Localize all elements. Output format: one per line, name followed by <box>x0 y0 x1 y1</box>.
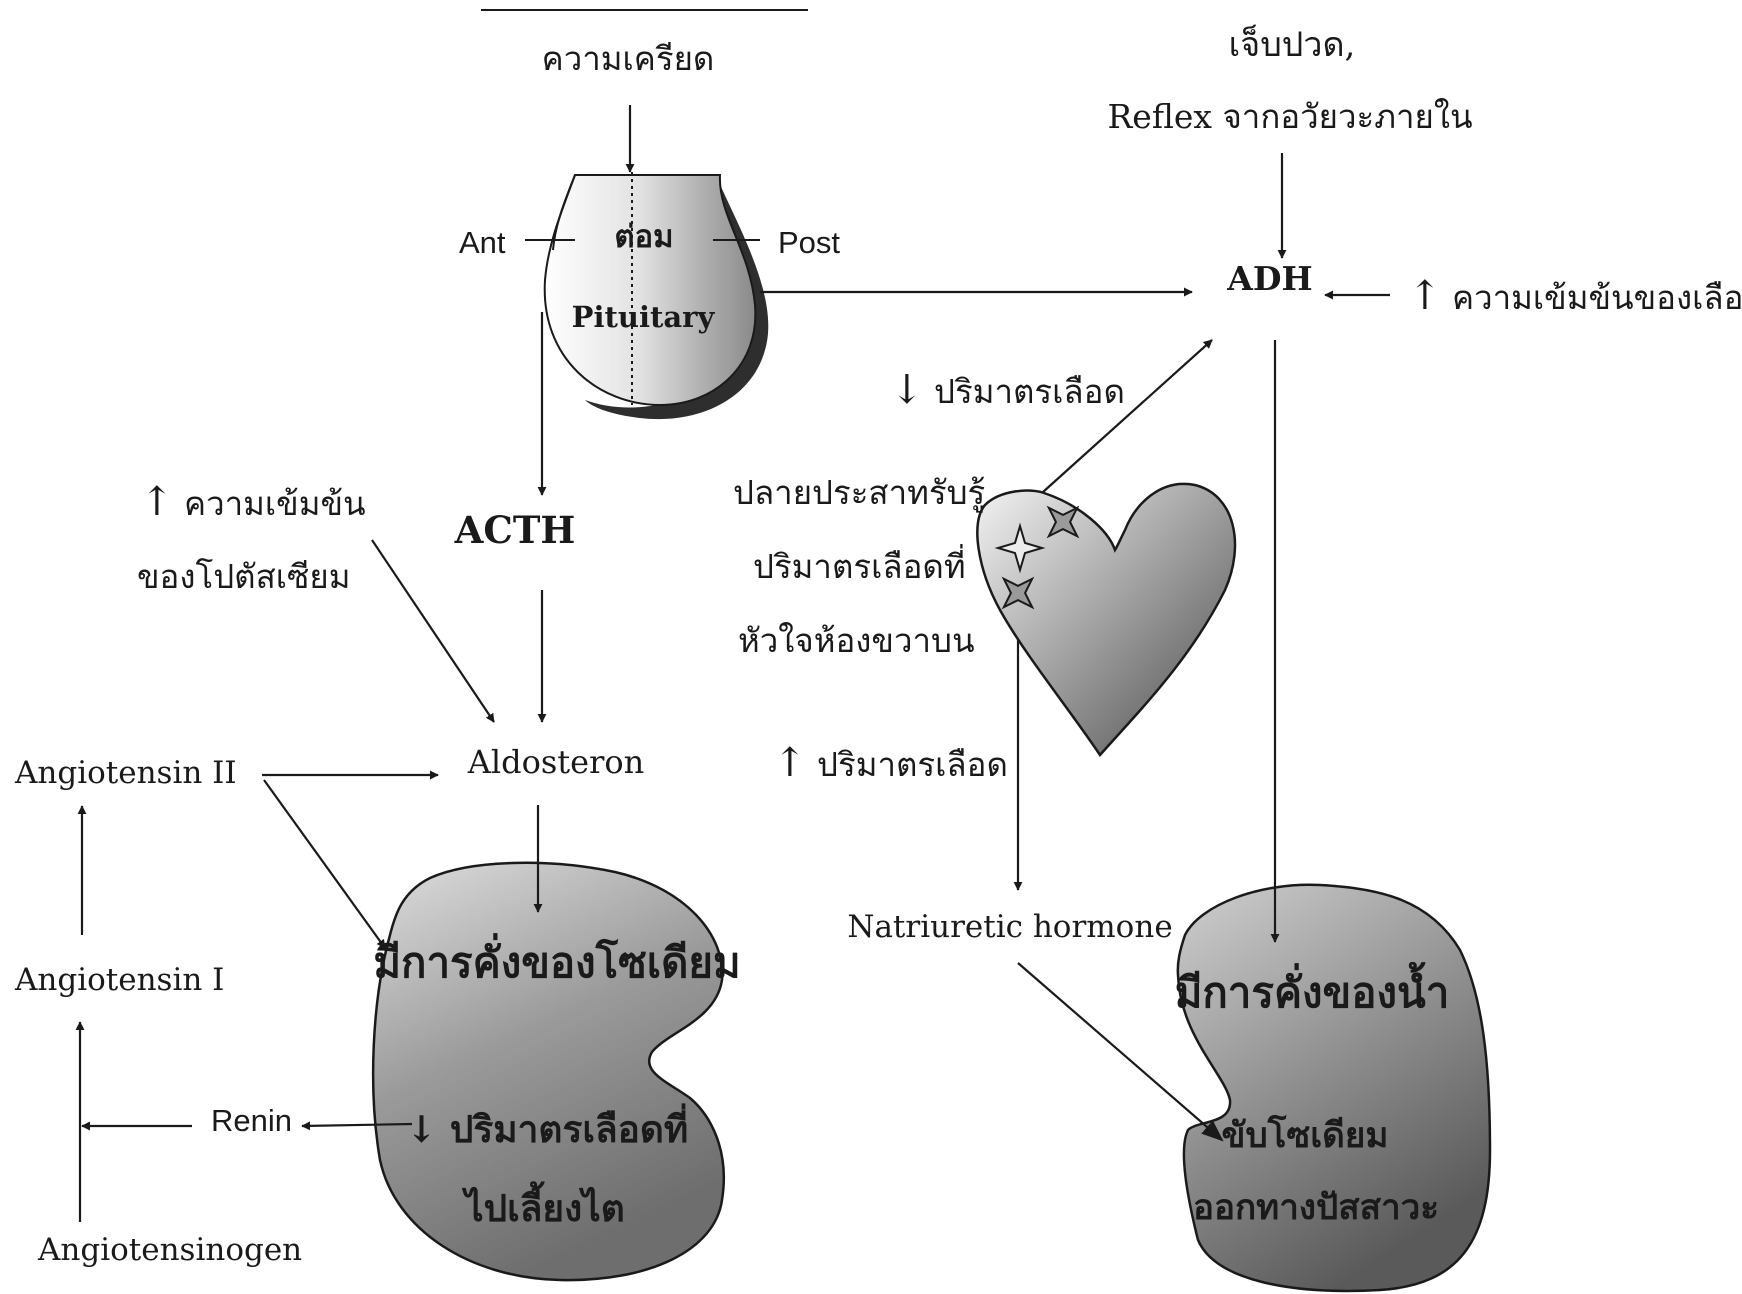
aldosteron-label: Aldosteron <box>468 746 644 778</box>
kidney-flow-label: ↓ ปริมาตรเลือดที่ <box>406 1111 688 1148</box>
renin-label: Renin <box>211 1105 292 1136</box>
receptor-label-line3: หัวใจห้องขวาบน <box>738 624 975 657</box>
pituitary-label: Pituitary <box>572 303 715 332</box>
adh-label: ADH <box>1227 262 1312 295</box>
up-arrow-icon: ↑ <box>773 740 807 786</box>
pain-label: เจ็บปวด, <box>1229 28 1356 62</box>
ant-label: Ant <box>459 227 506 258</box>
blood-volume-up-text: ปริมาตรเลือด <box>817 745 1008 784</box>
angiotensinogen-label: Angiotensinogen <box>38 1235 302 1266</box>
down-arrow-icon: ↓ <box>890 367 924 413</box>
sodium-excretion-line2: ออกทางปัสสาวะ <box>1193 1190 1439 1225</box>
arrow-heart-to-adh <box>1043 340 1212 492</box>
pituitary-gland <box>525 172 768 419</box>
arrow-angiotensin-to-sodium <box>264 780 385 948</box>
kidney-right <box>1178 885 1490 1291</box>
sodium-excretion-line1: ขับโซเดียม <box>1222 1118 1389 1153</box>
natriuretic-label: Natriuretic hormone <box>847 912 1172 943</box>
sodium-retention-label: มีการคั่งของโซเดียม <box>373 942 740 984</box>
post-label: Post <box>778 227 840 258</box>
kidney-flow-line1: ปริมาตรเลือดที่ <box>450 1107 688 1151</box>
up-arrow-icon: ↑ <box>1408 273 1442 319</box>
potassium-label: ↑ ความเข้มข้น <box>140 482 366 522</box>
blood-conc-label: ↑ ความเข้มข้นของเลือด <box>1408 276 1742 316</box>
blood-volume-down-label: ↓ ปริมาตรเลือด <box>890 370 1125 410</box>
heart-shape <box>977 484 1235 755</box>
angiotensin-i-label: Angiotensin I <box>15 965 224 996</box>
arrow-potassium-to-aldosteron <box>372 540 494 722</box>
angiotensin-ii-label: Angiotensin II <box>15 758 237 789</box>
kidney-flow-line2: ไปเลี้ยงไต <box>465 1190 625 1227</box>
up-arrow-icon: ↑ <box>140 479 174 525</box>
receptor-label-line2: ปริมาตรเลือดที่ <box>753 550 966 583</box>
reflex-label: Reflex จากอวัยวะภายใน <box>1107 100 1472 133</box>
blood-volume-up-label: ↑ ปริมาตรเลือด <box>773 743 1008 783</box>
potassium-label-line2: ของโปตัสเซียม <box>137 560 351 593</box>
pituitary-shape <box>545 175 756 405</box>
stress-label: ความเครียด <box>542 42 715 75</box>
heart <box>977 484 1235 755</box>
blood-conc-text: ความเข้มข้นของเลือด <box>1452 278 1742 317</box>
water-retention-label: มีการคั่งของน้ำ <box>1175 972 1450 1014</box>
receptor-label-line1: ปลายประสาทรับรู้ <box>733 476 985 509</box>
down-arrow-icon: ↓ <box>406 1107 437 1151</box>
blood-volume-down-text: ปริมาตรเลือด <box>934 372 1125 411</box>
pituitary-ton-label: ต่อม <box>614 222 673 253</box>
acth-label: ACTH <box>455 512 576 549</box>
potassium-label-line1: ความเข้มข้น <box>184 484 366 523</box>
